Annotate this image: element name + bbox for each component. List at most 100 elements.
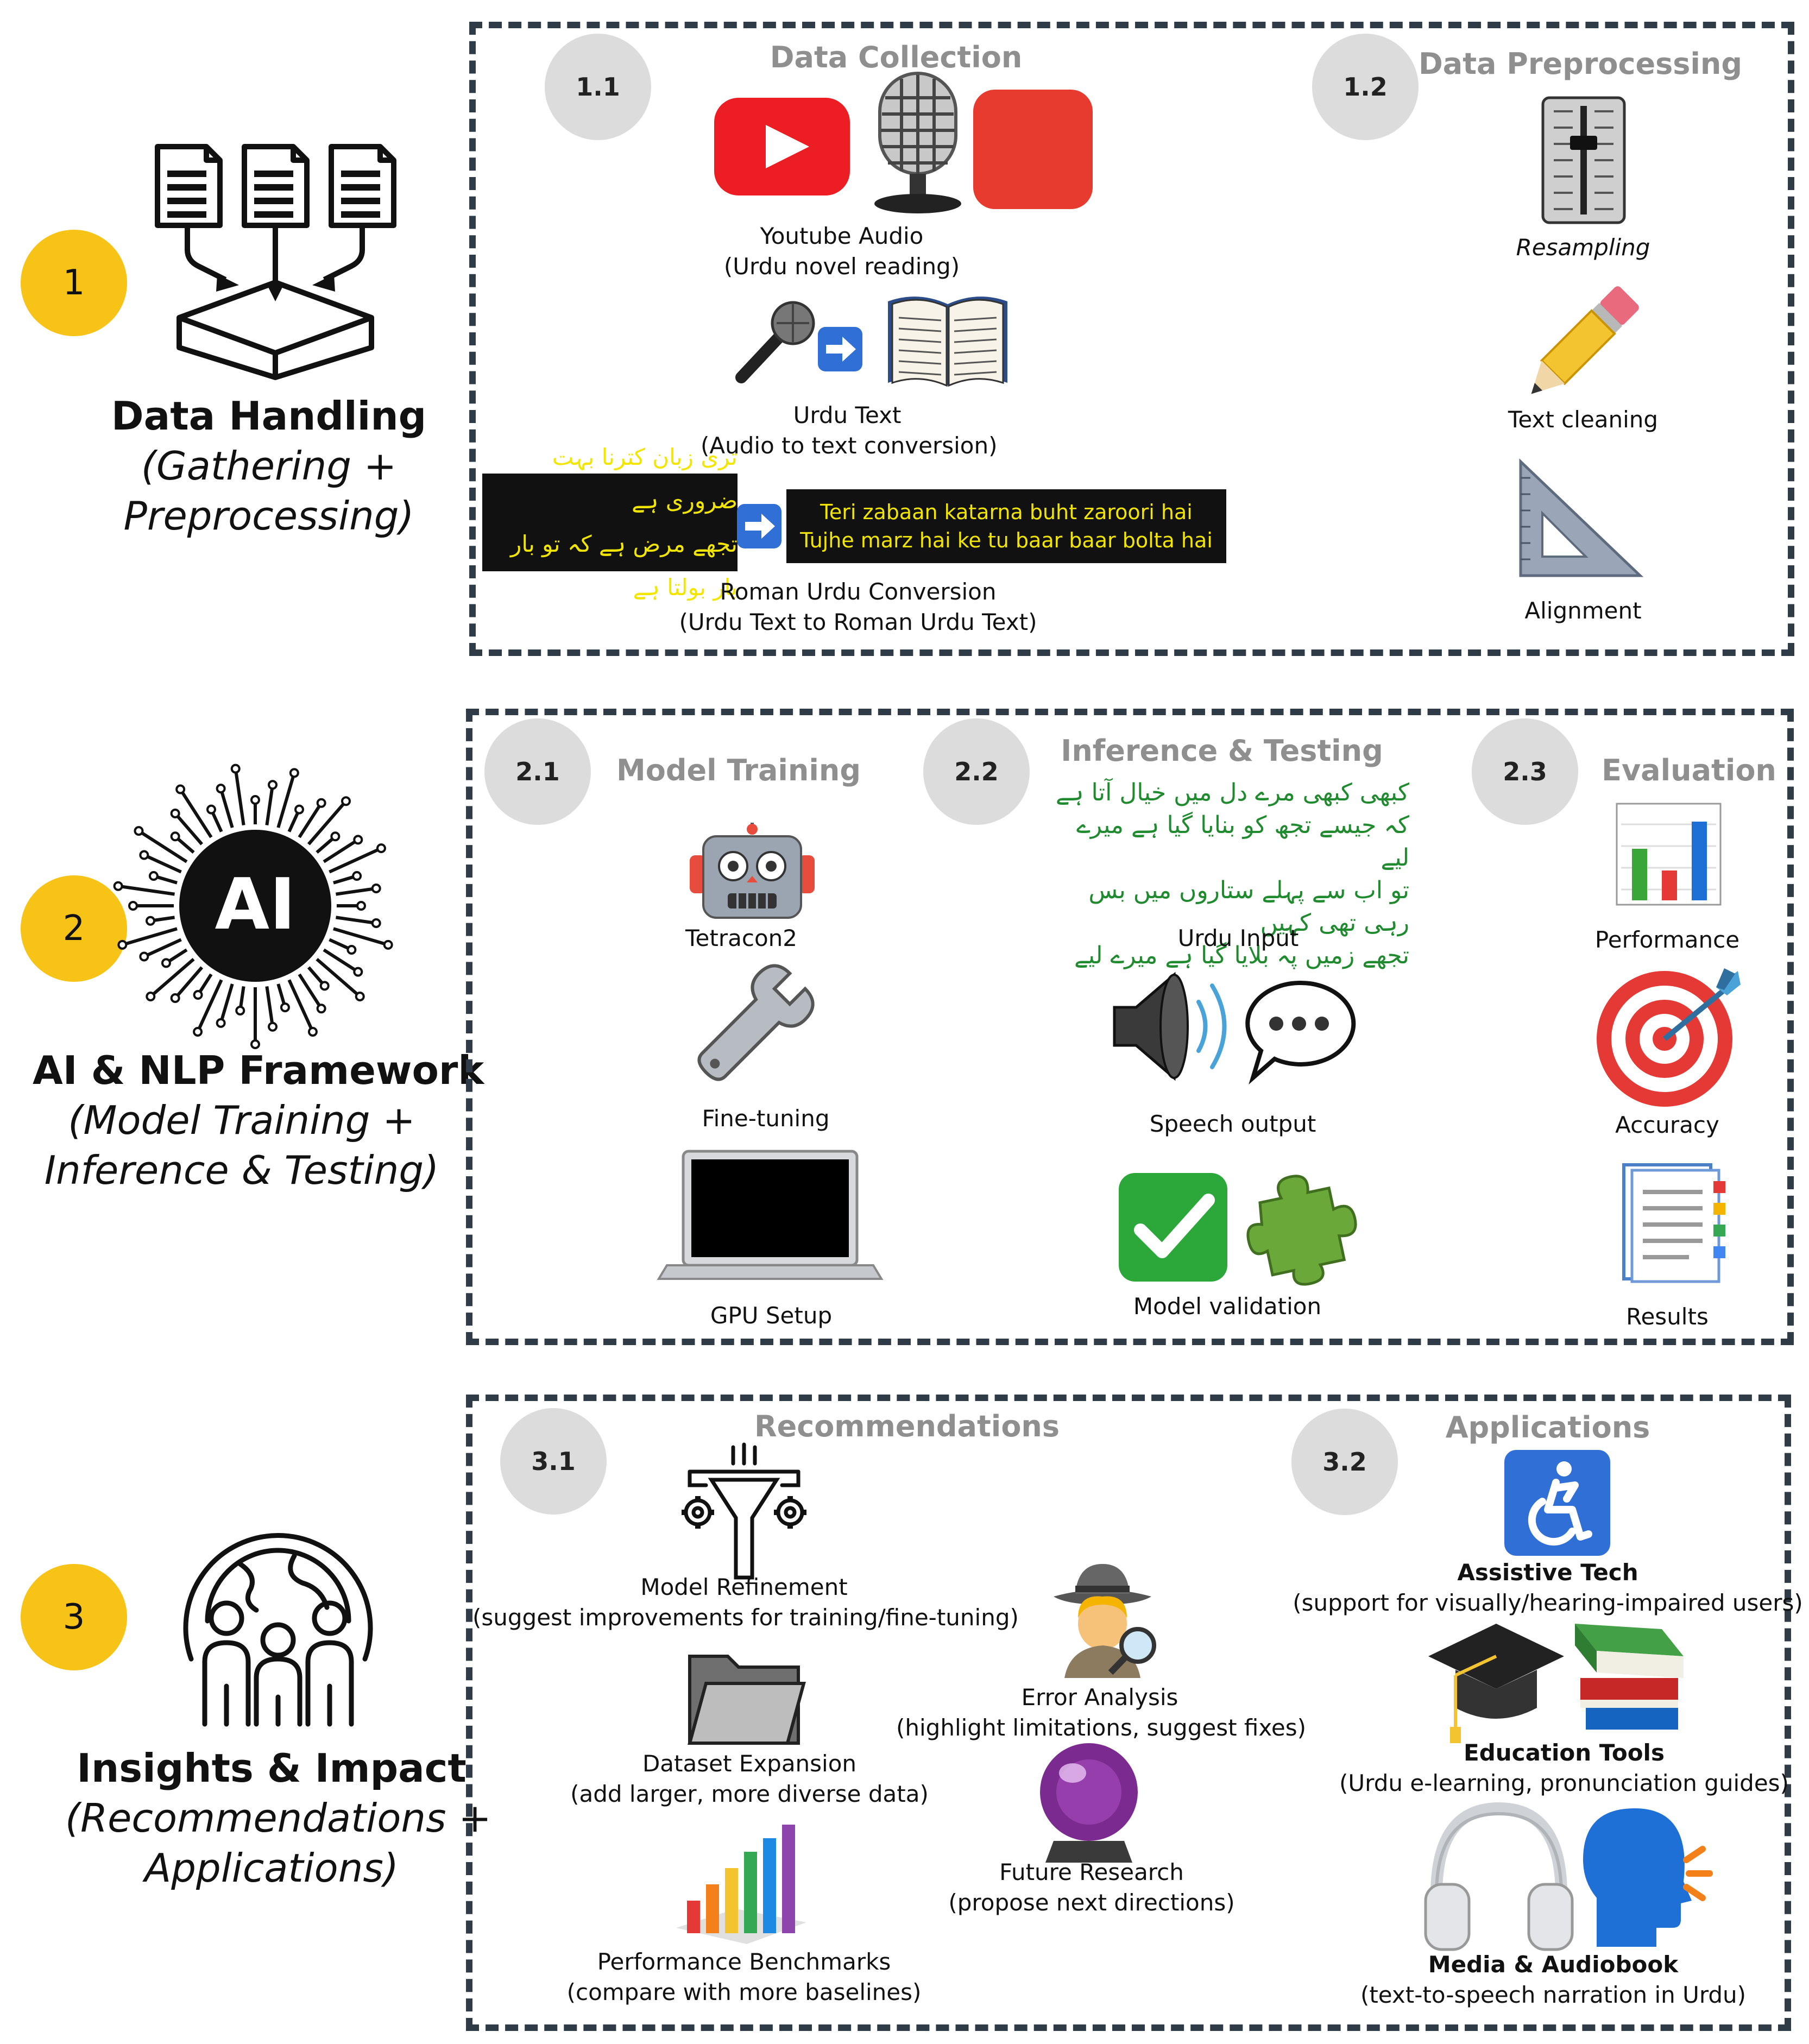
arrow-right-icon: [818, 327, 862, 371]
roman-urdu-line1: Teri zabaan katarna buht zaroori hai: [820, 500, 1193, 524]
urdu-input-caption: Urdu Input: [1177, 925, 1299, 951]
section-3-title-block: Insights & Impact (Recommendations + App…: [65, 1743, 491, 1893]
block-2-1-badge: 2.1: [484, 718, 591, 825]
inference-testing-title: Inference & Testing: [1061, 734, 1383, 768]
youtube-audio-caption: Youtube Audio (Urdu novel reading): [706, 221, 978, 282]
section-2-box: [466, 709, 1794, 1345]
urdu-text-caption: Urdu Text (Audio to text conversion): [701, 400, 998, 461]
recommendations-title: Recommendations: [754, 1409, 1060, 1443]
triangle-ruler-icon: [1519, 458, 1644, 577]
block-2-3-badge: 2.3: [1472, 718, 1578, 825]
roman-urdu-line2: Tujhe marz hai ke tu baar baar bolta hai: [800, 528, 1213, 552]
media-audiobook-caption: Media & Audiobook (text-to-speech narrat…: [1325, 1950, 1781, 2010]
performance-caption: Performance: [1594, 926, 1740, 953]
applications-title: Applications: [1445, 1410, 1650, 1444]
data-handling-icon: [155, 144, 396, 380]
urdu-poem-line1: کبھی کبھی مرے دل میں خیال آتا ہے: [1055, 779, 1409, 806]
graduation-cap-icon: [1428, 1624, 1564, 1743]
alignment-caption: Alignment: [1524, 597, 1642, 624]
urdu-poem-line3: تو اب سے پہلے ستاروں میں بس رہی تھی کہیں: [1088, 876, 1409, 937]
youtube-audio-line2: (Urdu novel reading): [723, 253, 960, 280]
youtube-audio-line1: Youtube Audio: [760, 223, 924, 249]
folder-icon: [688, 1655, 806, 1745]
performance-benchmarks-line2: (compare with more baselines): [566, 1979, 922, 2005]
urdu-poem: کبھی کبھی مرے دل میں خیال آتا ہے کہ جیسے…: [1051, 777, 1409, 969]
future-research-line2: (propose next directions): [948, 1889, 1235, 1916]
resampling-caption: Resampling: [1516, 234, 1650, 261]
education-tools-line1: Education Tools: [1464, 1739, 1665, 1766]
urdu-poem-line4: تجھے زمیں پہ بلایا گیا ہے میرے لیے: [1074, 942, 1409, 969]
model-refinement-caption: Model Refinement (suggest improvements f…: [472, 1572, 1019, 1633]
results-caption: Results: [1626, 1303, 1709, 1330]
performance-benchmarks-caption: Performance Benchmarks (compare with mor…: [554, 1947, 934, 2008]
model-training-title: Model Training: [616, 753, 861, 787]
future-research-line1: Future Research: [999, 1859, 1184, 1885]
model-refinement-line1: Model Refinement: [640, 1574, 848, 1600]
media-audiobook-line1: Media & Audiobook: [1428, 1951, 1679, 1978]
education-tools-caption: Education Tools (Urdu e-learning, pronun…: [1325, 1738, 1803, 1799]
error-analysis-line1: Error Analysis: [1021, 1684, 1178, 1711]
roman-urdu-box: Teri zabaan katarna buht zaroori hai Tuj…: [786, 489, 1226, 563]
section-3-subtitle-line2: Applications): [144, 1845, 399, 1891]
data-collection-title: Data Collection: [770, 40, 1023, 74]
accuracy-caption: Accuracy: [1615, 1112, 1719, 1138]
open-book-icon: [888, 296, 1007, 387]
assistive-tech-line1: Assistive Tech: [1457, 1559, 1638, 1586]
dataset-expansion-caption: Dataset Expansion (add larger, more dive…: [559, 1749, 940, 1809]
section-1-box: [469, 22, 1794, 656]
bar-chart-icon: [1616, 803, 1722, 906]
laptop-icon: [657, 1150, 884, 1280]
block-1-1-badge: 1.1: [545, 34, 651, 140]
section-3-badge: 3: [21, 1564, 127, 1670]
pencil-icon: [1531, 286, 1639, 394]
section-2-subtitle-line1: (Model Training +: [68, 1097, 415, 1143]
section-1-badge: 1: [21, 230, 127, 336]
section-2-title: AI & NLP Framework: [33, 1048, 484, 1093]
section-1-subtitle-line2: Preprocessing): [123, 493, 414, 539]
error-analysis-caption: Error Analysis (highlight limitations, s…: [896, 1682, 1307, 1743]
urdu-novels-app-icon: [973, 90, 1093, 209]
block-3-2-badge: 3.2: [1291, 1409, 1398, 1515]
model-refinement-line2: (suggest improvements for training/fine-…: [472, 1604, 1019, 1631]
arrow-right-icon: [737, 504, 781, 548]
text-cleaning-caption: Text cleaning: [1508, 406, 1659, 433]
roman-urdu-caption-line1: Roman Urdu Conversion: [720, 578, 997, 605]
section-1-title: Data Handling: [111, 393, 427, 439]
urdu-script-line1: تری زبان کترنا بہت ضروری ہے: [552, 444, 738, 514]
error-analysis-line2: (highlight limitations, suggest fixes): [896, 1714, 1307, 1741]
section-2-title-block: AI & NLP Framework (Model Training + Inf…: [33, 1045, 484, 1195]
fader-slider-icon: [1541, 96, 1626, 224]
crystal-ball-icon: [1040, 1743, 1138, 1863]
education-tools-line2: (Urdu e-learning, pronunciation guides): [1339, 1770, 1789, 1796]
wrench-icon: [697, 964, 815, 1081]
urdu-text-line1: Urdu Text: [793, 402, 902, 428]
document-results-icon: [1622, 1163, 1725, 1283]
section-3-box: [466, 1395, 1791, 2031]
dataset-expansion-line2: (add larger, more diverse data): [570, 1781, 929, 1807]
urdu-text-line2: (Audio to text conversion): [701, 432, 998, 459]
section-3-subtitle-line1: (Recommendations +: [65, 1795, 491, 1841]
benchmark-bars-icon: [676, 1825, 806, 1944]
future-research-caption: Future Research (propose next directions…: [923, 1857, 1260, 1918]
urdu-script-line2: تجھے مرض ہے کہ تو بار بار بولتا ہے: [510, 531, 738, 601]
speech-bubble-icon: [1245, 980, 1356, 1085]
headphones-icon: [1424, 1802, 1574, 1951]
youtube-icon: [714, 98, 850, 195]
data-preprocessing-title: Data Preprocessing: [1418, 47, 1743, 81]
section-3-title: Insights & Impact: [77, 1745, 467, 1791]
assistive-tech-line2: (support for visually/hearing-impaired u…: [1293, 1589, 1803, 1616]
model-validation-caption: Model validation: [1133, 1293, 1322, 1320]
speaker-icon: [1113, 971, 1227, 1081]
robot-icon: [690, 823, 815, 919]
section-2-subtitle-line2: Inference & Testing): [44, 1147, 439, 1193]
block-1-2-badge: 1.2: [1312, 34, 1419, 140]
section-1-subtitle-line1: (Gathering +: [141, 443, 397, 489]
books-icon: [1575, 1624, 1684, 1730]
funnel-gears-icon: [682, 1442, 806, 1580]
block-3-1-badge: 3.1: [500, 1408, 607, 1515]
section-2-badge: 2: [21, 875, 127, 982]
ai-chip-label: AI: [215, 863, 296, 945]
fine-tuning-caption: Fine-tuning: [702, 1105, 830, 1132]
handheld-microphone-icon: [735, 301, 815, 383]
global-people-icon: [183, 1533, 373, 1727]
